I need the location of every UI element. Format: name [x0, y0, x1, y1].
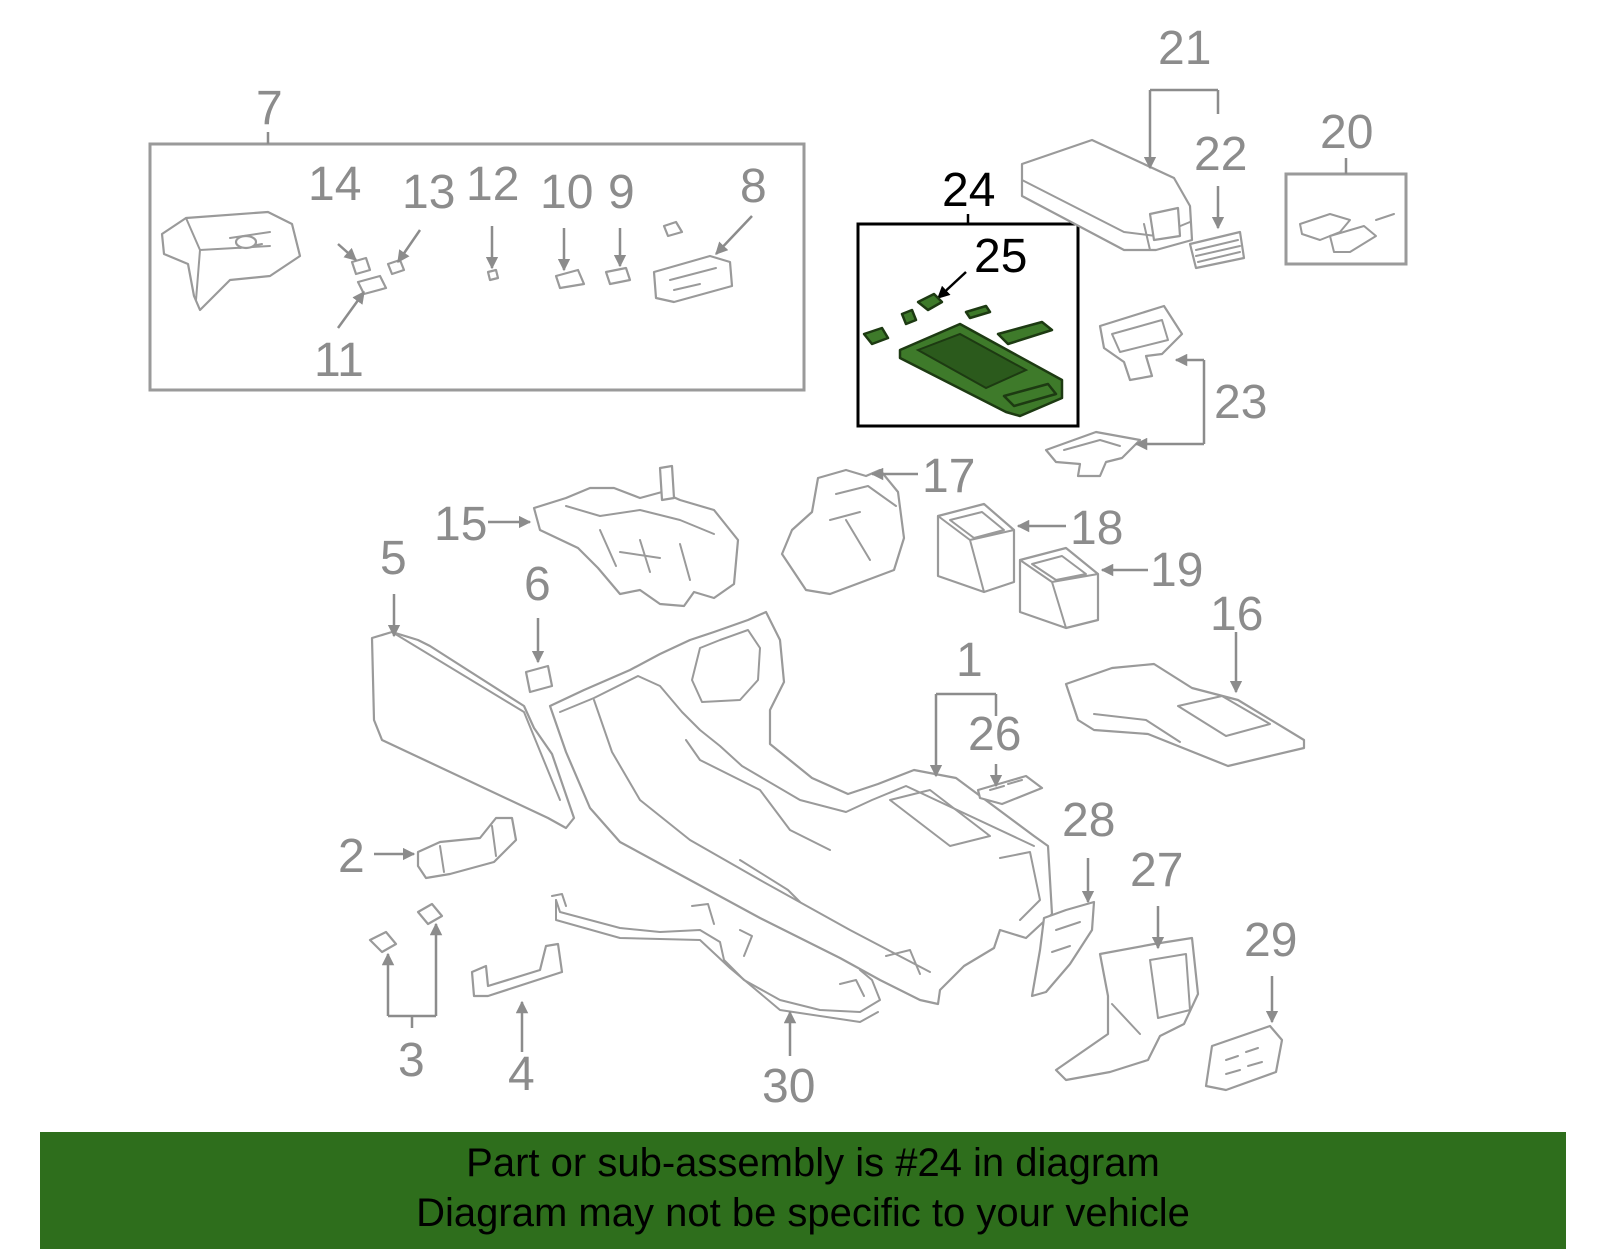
callout-27: 27: [1130, 844, 1183, 897]
part-14: [350, 256, 372, 276]
part-13: [386, 258, 406, 276]
callout-12: 12: [466, 158, 519, 211]
callout-6: 6: [524, 558, 551, 611]
callout-4: 4: [508, 1048, 535, 1101]
part-1-center-console: [548, 610, 1054, 1006]
part-5-side-panel: [370, 630, 576, 830]
callout-3: 3: [398, 1034, 425, 1087]
banner-line-2: Diagram may not be specific to your vehi…: [416, 1191, 1190, 1235]
callout-28: 28: [1062, 794, 1115, 847]
callout-17: 17: [922, 450, 975, 503]
callout-10: 10: [540, 166, 593, 219]
group-box-7: [148, 142, 806, 392]
part-7-assembly: [160, 210, 302, 312]
info-banner: Part or sub-assembly is #24 in diagram D…: [40, 1132, 1566, 1249]
part-3-clip-a: [368, 930, 398, 954]
callout-29: 29: [1244, 914, 1297, 967]
callout-16: 16: [1210, 588, 1263, 641]
callout-1: 1: [956, 634, 983, 687]
callout-9: 9: [608, 166, 635, 219]
part-19-cup-holder: [1018, 546, 1100, 630]
callout-8: 8: [740, 160, 767, 213]
callout-11: 11: [314, 334, 364, 387]
part-27-trim-panel: [1054, 936, 1200, 1082]
part-18-cup-holder: [936, 502, 1016, 594]
part-2-bracket: [416, 816, 518, 880]
part-24-armrest-lid: [898, 320, 1064, 418]
callout-22: 22: [1194, 128, 1247, 181]
callout-2: 2: [338, 830, 365, 883]
part-15-shifter-base: [532, 464, 740, 608]
part-28-trim: [1030, 900, 1096, 998]
banner-line-1: Part or sub-assembly is #24 in diagram: [466, 1141, 1160, 1185]
part-30-wiring-harness: [551, 893, 881, 1023]
part-16-tray: [1064, 662, 1306, 768]
callout-24: 24: [942, 164, 995, 217]
part-20: [1299, 213, 1395, 253]
callout-5: 5: [380, 532, 407, 585]
callout-26: 26: [968, 708, 1021, 761]
part-26-switch: [976, 774, 1044, 806]
callout-15: 15: [434, 498, 487, 551]
callout-7: 7: [256, 82, 283, 135]
callout-18: 18: [1070, 502, 1123, 555]
callout-23: 23: [1214, 376, 1267, 429]
part-6-clip: [524, 664, 554, 694]
callout-14: 14: [308, 158, 361, 211]
part-12: [486, 268, 500, 282]
part-22-vent: [1188, 230, 1246, 270]
part-29-switch-panel: [1204, 1024, 1284, 1092]
part-9: [604, 266, 632, 286]
part-23-trim: [1044, 304, 1184, 478]
part-17-bracket: [780, 468, 906, 596]
callout-19: 19: [1150, 544, 1203, 597]
callout-21: 21: [1158, 22, 1211, 75]
callout-13: 13: [402, 166, 455, 219]
part-10: [554, 268, 586, 290]
part-21-armrest: [1020, 138, 1194, 252]
part-8: [652, 220, 734, 304]
part-3-clip-b: [416, 902, 444, 926]
part-4-bracket: [470, 942, 564, 998]
part-11: [356, 274, 388, 296]
callout-25: 25: [974, 230, 1027, 283]
part-25-hardware: [862, 292, 992, 346]
callout-20: 20: [1320, 106, 1373, 159]
callout-30: 30: [762, 1060, 815, 1113]
